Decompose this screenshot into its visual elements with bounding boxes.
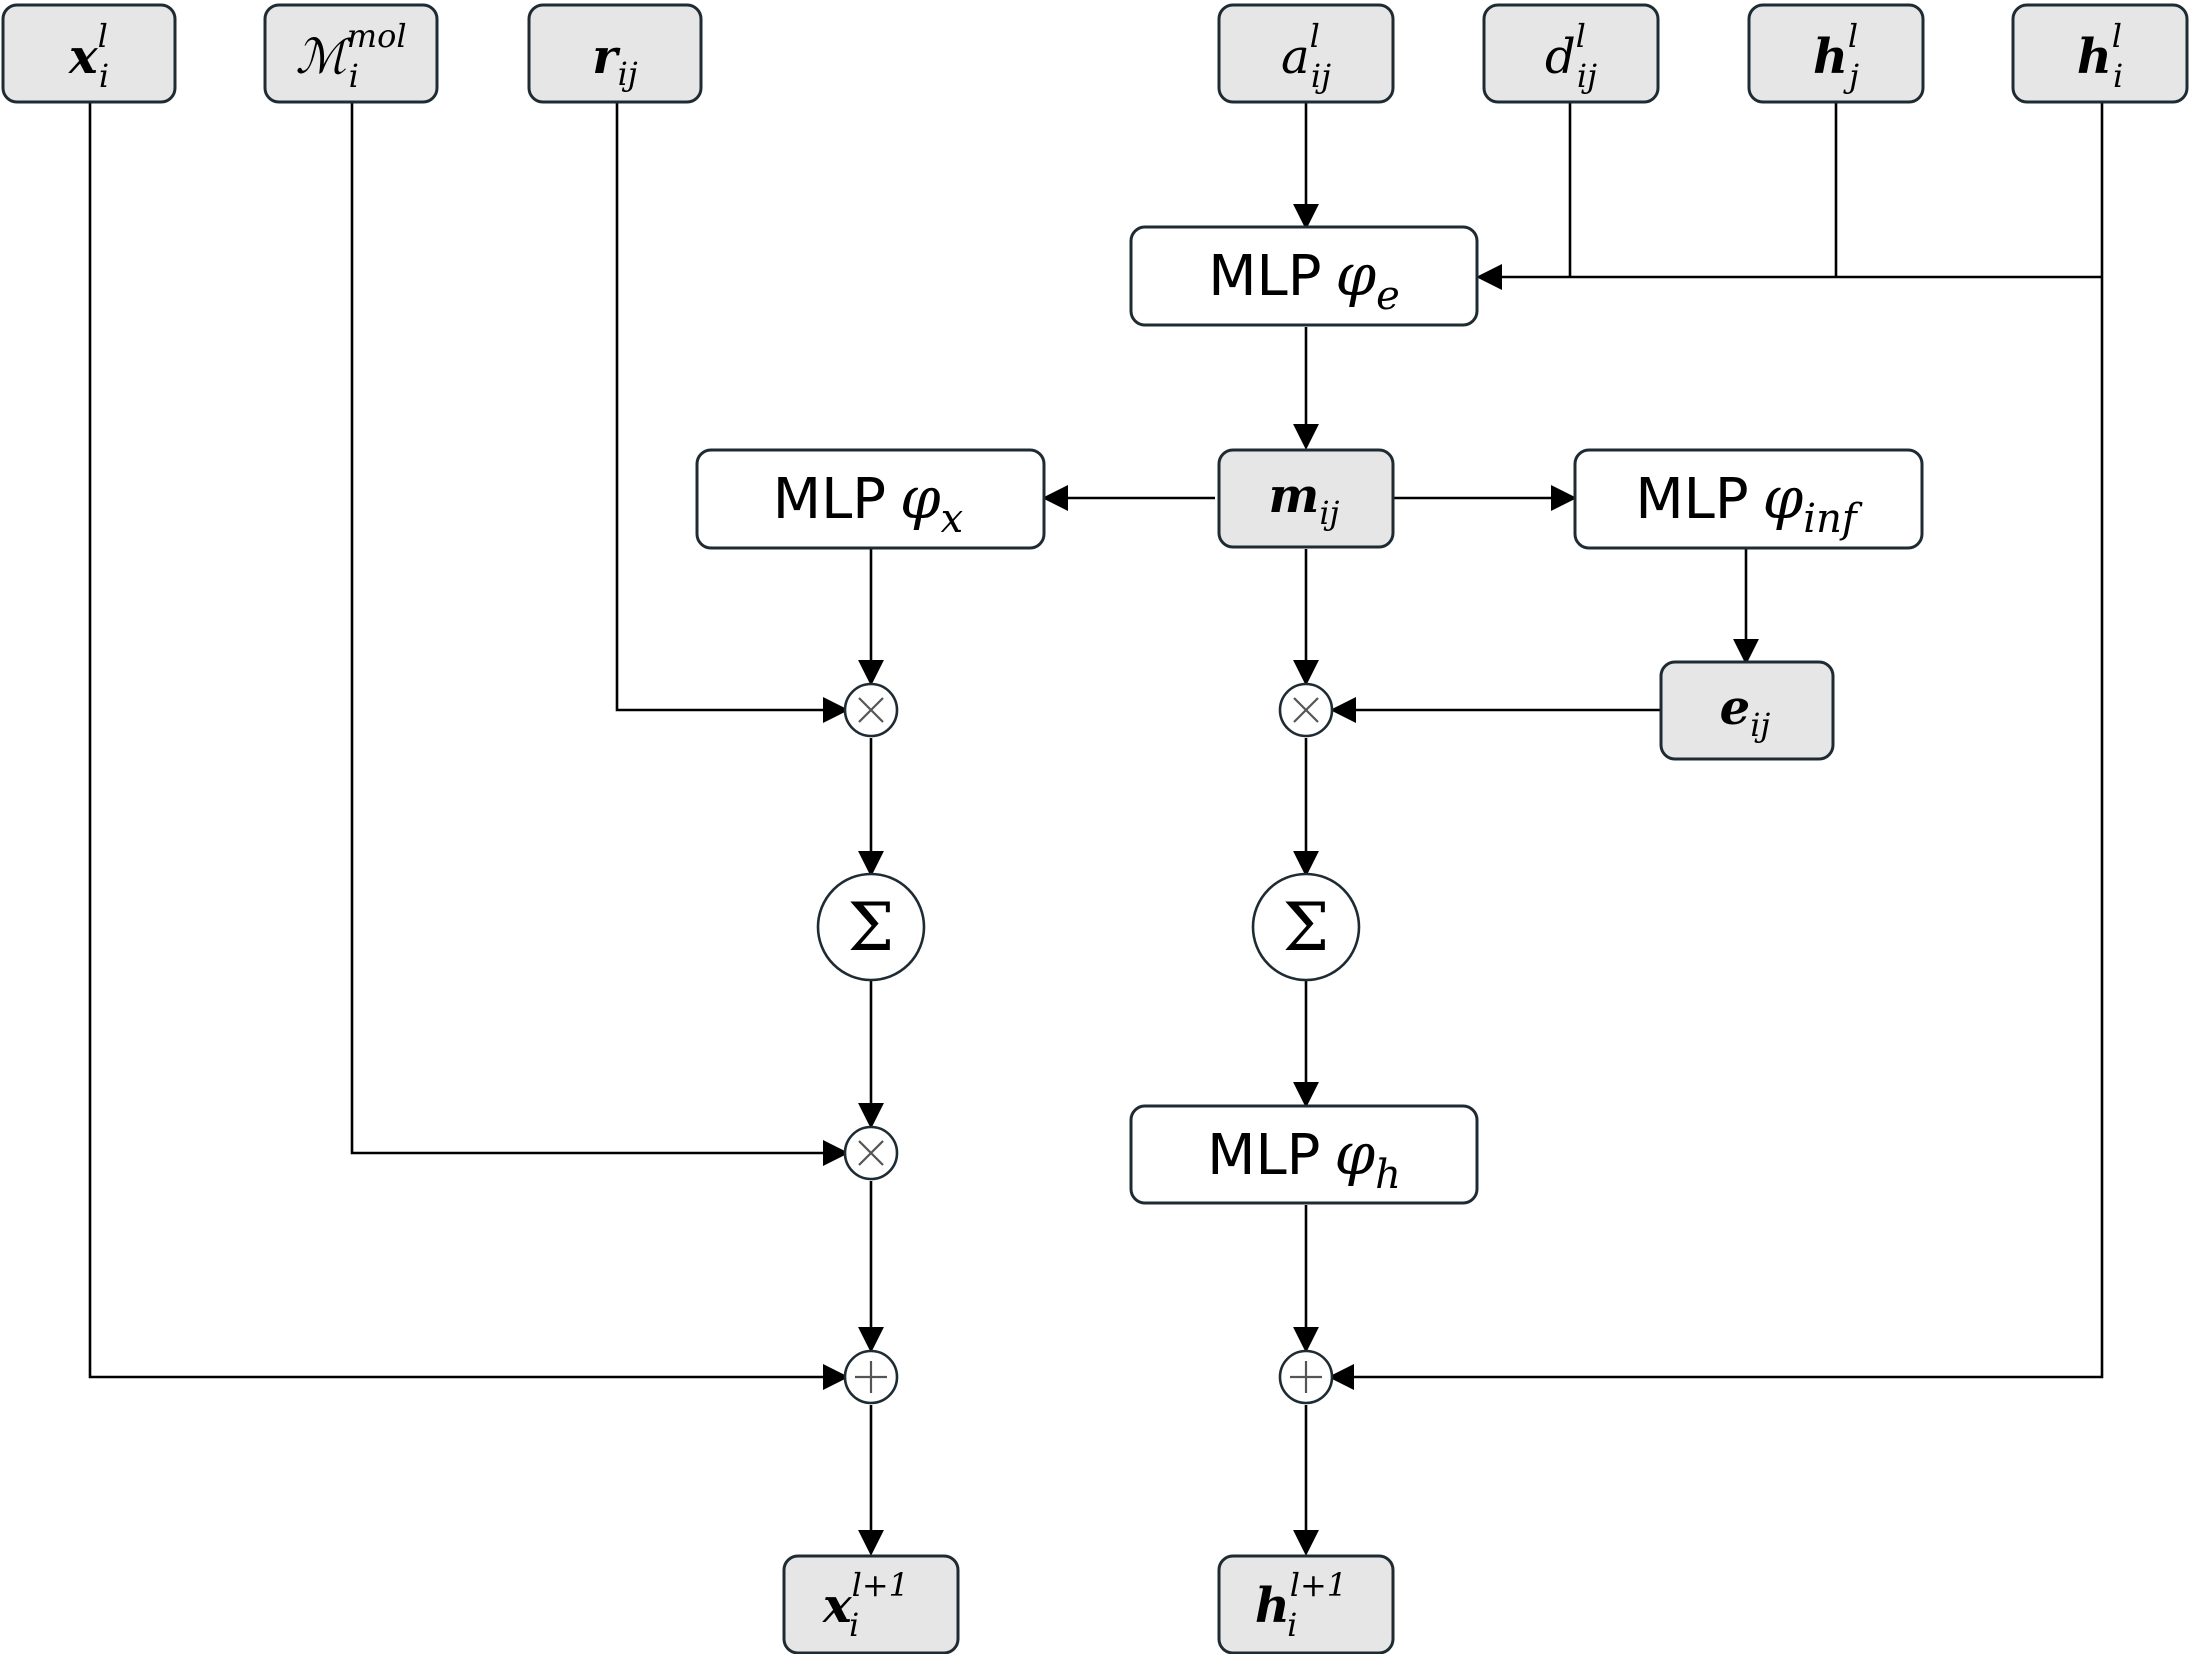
connections	[88, 103, 2104, 1556]
svg-text:xl+1i: xl+1i	[822, 1566, 909, 1644]
output-x-sub: i	[849, 1606, 859, 1644]
input-hi-sub: i	[2113, 57, 2123, 95]
output-x-sup: l+1	[852, 1566, 909, 1604]
svg-text:rij: rij	[592, 29, 638, 93]
input-hi-sup: l	[2112, 17, 2122, 55]
input-m-mol-sub: i	[349, 57, 359, 95]
mlp-h-phi: φ	[1334, 1120, 1375, 1188]
svg-text:hli: hli	[2077, 17, 2123, 95]
wire-hi-to-plus	[1328, 103, 2104, 1390]
input-d-base: d	[1545, 29, 1576, 85]
node-e-sub: ij	[1750, 706, 1770, 744]
input-r-base: r	[592, 29, 621, 85]
output-h-base: h	[1255, 1578, 1290, 1634]
input-hi-base: h	[2077, 29, 2112, 85]
sum-symbol-left: Σ	[848, 889, 895, 966]
wire-x-to-plus	[88, 103, 849, 1390]
node-e-base: e	[1720, 680, 1751, 736]
mlp-x-phi: φ	[900, 464, 941, 532]
sum-symbol-right: Σ	[1283, 889, 1330, 966]
input-d-sup: l	[1576, 17, 1586, 55]
sum-operator-right: Σ	[1251, 872, 1361, 982]
wire-mol-to-multiply	[350, 103, 849, 1166]
mlp-e-phi: φ	[1336, 241, 1377, 309]
sum-operator-left: Σ	[816, 872, 926, 982]
input-a-sub: ij	[1311, 57, 1331, 95]
mlp-inf-label: MLP	[1635, 467, 1748, 532]
mlp-e-sub: e	[1376, 273, 1400, 319]
svg-text:xli: xli	[68, 17, 109, 95]
input-x-base: x	[68, 29, 99, 85]
mlp-x-sub: x	[941, 496, 964, 542]
add-operator-left	[843, 1349, 899, 1405]
input-d-sub: ij	[1577, 57, 1597, 95]
input-hj-sup: l	[1848, 17, 1858, 55]
output-h-sub: i	[1287, 1606, 1297, 1644]
input-a-sup: l	[1310, 17, 1320, 55]
mlp-e-label: MLP	[1208, 244, 1321, 309]
node-m-base: m	[1269, 468, 1320, 524]
node-m-sub: ij	[1319, 494, 1339, 532]
input-m-mol-sup: mol	[347, 17, 407, 55]
mlp-h-sub: h	[1375, 1152, 1401, 1198]
mlp-inf-sub: inf	[1803, 496, 1863, 542]
svg-text:eij: eij	[1720, 680, 1771, 744]
input-r: rij	[527, 3, 703, 104]
node-m-ij: mij	[1217, 448, 1395, 549]
mlp-h-label: MLP	[1207, 1123, 1320, 1188]
mlp-inf-phi: φ	[1763, 464, 1804, 532]
output-h-sup: l+1	[1290, 1566, 1347, 1604]
input-x-sup: l	[98, 17, 108, 55]
multiply-operator-upper-right	[1278, 682, 1334, 738]
svg-text:hl+1i: hl+1i	[1255, 1566, 1347, 1644]
input-hj-base: h	[1813, 29, 1848, 85]
multiply-operator-lower-left	[843, 1125, 899, 1181]
multiply-operator-upper-left	[843, 682, 899, 738]
input-a-base: a	[1281, 29, 1310, 85]
output-x-base: x	[822, 1578, 853, 1634]
add-operator-right	[1278, 1349, 1334, 1405]
svg-text:mij: mij	[1269, 468, 1340, 532]
input-m-mol-base: ℳ	[295, 29, 353, 85]
wire-r-to-multiply	[615, 103, 849, 723]
mlp-x-label: MLP	[773, 467, 886, 532]
node-e-ij: eij	[1659, 660, 1835, 761]
input-x-sub: i	[99, 57, 109, 95]
input-r-sub: ij	[618, 55, 638, 93]
svg-text:hlj: hlj	[1813, 17, 1859, 95]
